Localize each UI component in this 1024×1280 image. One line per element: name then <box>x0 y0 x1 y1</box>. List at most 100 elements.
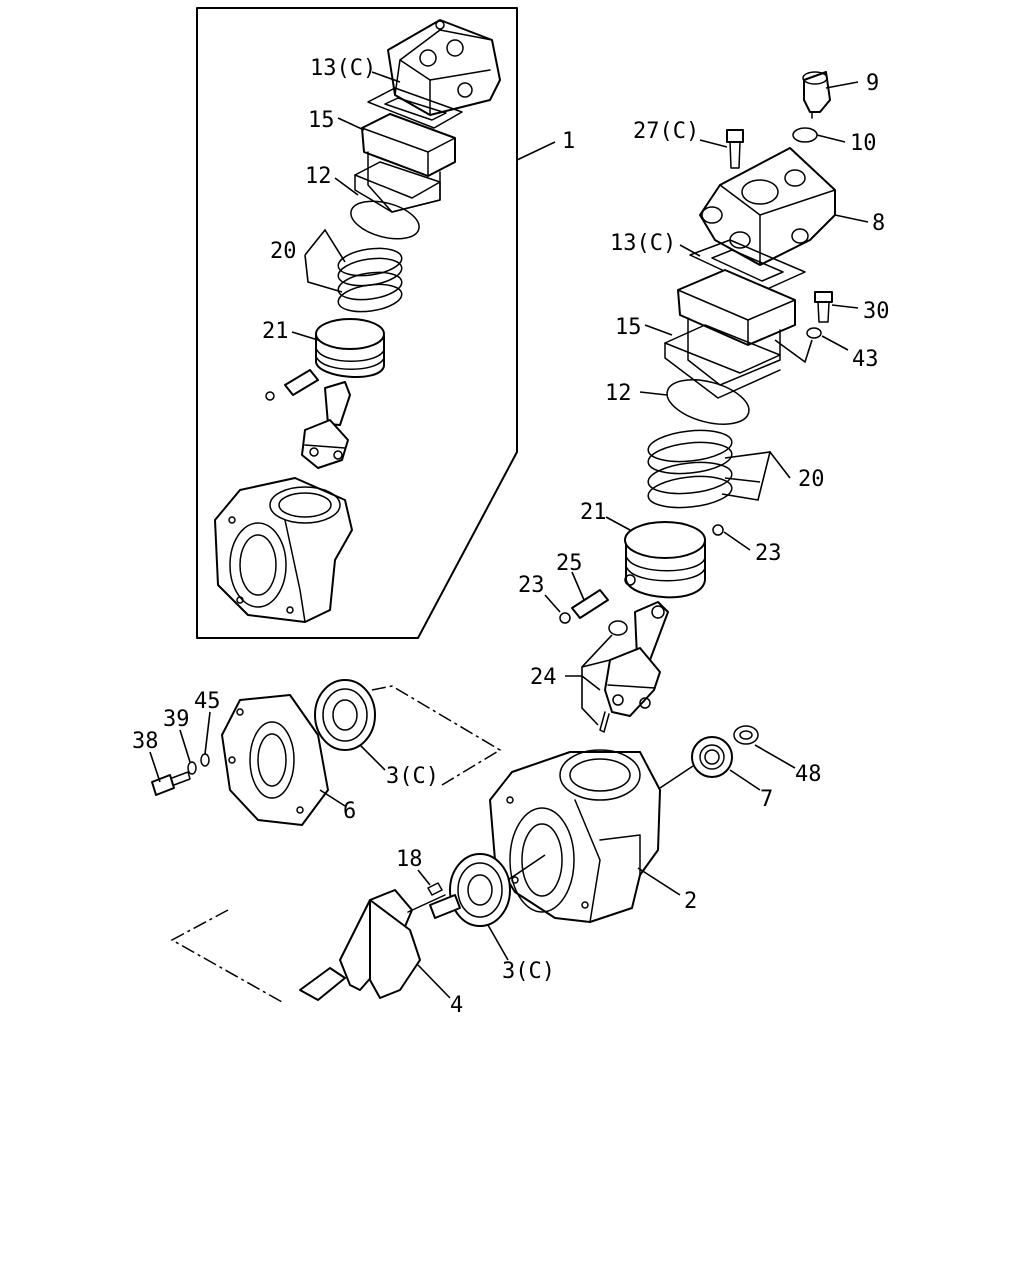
callout-23-left: 23 <box>518 573 545 598</box>
callout-13-main: 13(C) <box>610 231 676 256</box>
leader-1 <box>516 141 556 161</box>
leader-2 <box>637 867 681 896</box>
leader-25 <box>571 571 585 601</box>
callout-4: 4 <box>450 993 463 1018</box>
callout-3-lower: 3(C) <box>502 959 555 984</box>
inset-cylinder-head <box>387 19 501 116</box>
callout-7: 7 <box>760 787 773 812</box>
part-23-snap-ring-right <box>712 524 724 536</box>
part-7-oil-seal <box>691 736 733 778</box>
inset-gasket-13 <box>367 87 463 129</box>
inset-piston-pin <box>284 369 319 396</box>
leader-7-to-crankcase <box>659 765 694 789</box>
callout-9: 9 <box>866 71 879 96</box>
callout-27: 27(C) <box>633 119 699 144</box>
part-27-bolt <box>726 129 744 169</box>
callout-13-inset: 13(C) <box>310 56 376 81</box>
leader-27 <box>699 139 728 148</box>
part-10-o-ring <box>792 127 818 143</box>
leader-6 <box>319 789 346 807</box>
part-3-bearing-upper <box>314 679 376 751</box>
leader-23-left <box>544 594 561 613</box>
leader-20a <box>304 228 346 293</box>
leader-21b <box>605 516 631 531</box>
leader-10 <box>816 134 846 143</box>
part-45-washer <box>200 753 210 767</box>
leader-15a <box>337 117 365 131</box>
part-24-connecting-rod <box>599 601 669 733</box>
assembly-box-outline <box>196 7 518 639</box>
callout-15-inset: 15 <box>308 108 335 133</box>
inset-piston-rings-20 <box>337 247 403 313</box>
leader-24-bracket <box>581 634 613 726</box>
leader-9 <box>825 81 859 89</box>
leader-18 <box>417 869 431 886</box>
part-6-cover <box>221 694 329 826</box>
leader-23-right <box>723 531 751 551</box>
part-21-piston <box>624 521 706 599</box>
callout-20-inset: 20 <box>270 239 297 264</box>
part-15-cylinder <box>664 269 796 399</box>
part-8-cylinder-head <box>699 147 836 266</box>
leader-3a <box>359 744 386 771</box>
dash-line-bearing-upper <box>371 685 502 786</box>
part-48-seal <box>733 725 759 745</box>
callout-21-inset: 21 <box>262 319 289 344</box>
callout-20-main: 20 <box>798 467 825 492</box>
part-43-washer <box>806 327 822 339</box>
leader-48 <box>754 744 796 769</box>
leader-45 <box>204 711 211 755</box>
part-12-o-ring <box>666 379 750 425</box>
callout-24: 24 <box>530 665 557 690</box>
callout-15-main: 15 <box>615 315 642 340</box>
leader-21a <box>291 331 319 341</box>
callout-3-upper: 3(C) <box>386 764 439 789</box>
leader-12a <box>334 177 359 196</box>
leader-8 <box>834 214 869 223</box>
inset-snap-ring <box>265 391 275 401</box>
callout-2: 2 <box>684 889 697 914</box>
callout-23-right: 23 <box>755 541 782 566</box>
callout-30: 30 <box>863 299 890 324</box>
callout-1: 1 <box>562 129 575 154</box>
part-20-piston-rings <box>647 429 733 509</box>
part-9-fitting <box>802 71 831 119</box>
leader-3b <box>487 924 509 961</box>
part-3-bearing-lower <box>449 853 511 927</box>
callout-48: 48 <box>795 762 822 787</box>
part-38-bolt <box>151 771 191 796</box>
part-18-key <box>427 882 443 896</box>
leader-12b <box>639 391 668 396</box>
callout-39: 39 <box>163 707 190 732</box>
inset-piston-21 <box>315 318 385 378</box>
part-39-washer <box>187 761 197 775</box>
leader-7 <box>729 769 761 791</box>
part-23-snap-ring-left <box>559 612 571 624</box>
callout-12-inset: 12 <box>305 164 332 189</box>
leader-13b <box>679 244 701 257</box>
leader-39 <box>179 729 191 763</box>
callout-18: 18 <box>396 847 423 872</box>
callout-12-main: 12 <box>605 381 632 406</box>
leader-30-43-cylinder <box>774 339 813 364</box>
leader-15b <box>644 324 673 336</box>
callout-25: 25 <box>556 551 583 576</box>
callout-43: 43 <box>852 347 879 372</box>
leader-bearing-to-case <box>507 854 546 881</box>
inset-o-ring-12 <box>350 200 420 240</box>
part-25-piston-pin <box>571 589 609 619</box>
leader-4 <box>417 964 451 999</box>
callout-8: 8 <box>872 211 885 236</box>
inset-connecting-rod <box>301 381 351 469</box>
dash-line-crankshaft <box>170 909 283 1003</box>
callout-6: 6 <box>343 799 356 824</box>
callout-10: 10 <box>850 131 877 156</box>
part-4-crankshaft <box>299 889 461 1001</box>
leader-43 <box>821 335 849 351</box>
inset-cylinder-15 <box>354 113 456 213</box>
part-2-crankcase <box>489 749 661 923</box>
leader-38 <box>149 751 161 783</box>
callout-45: 45 <box>194 689 221 714</box>
callout-38: 38 <box>132 729 159 754</box>
